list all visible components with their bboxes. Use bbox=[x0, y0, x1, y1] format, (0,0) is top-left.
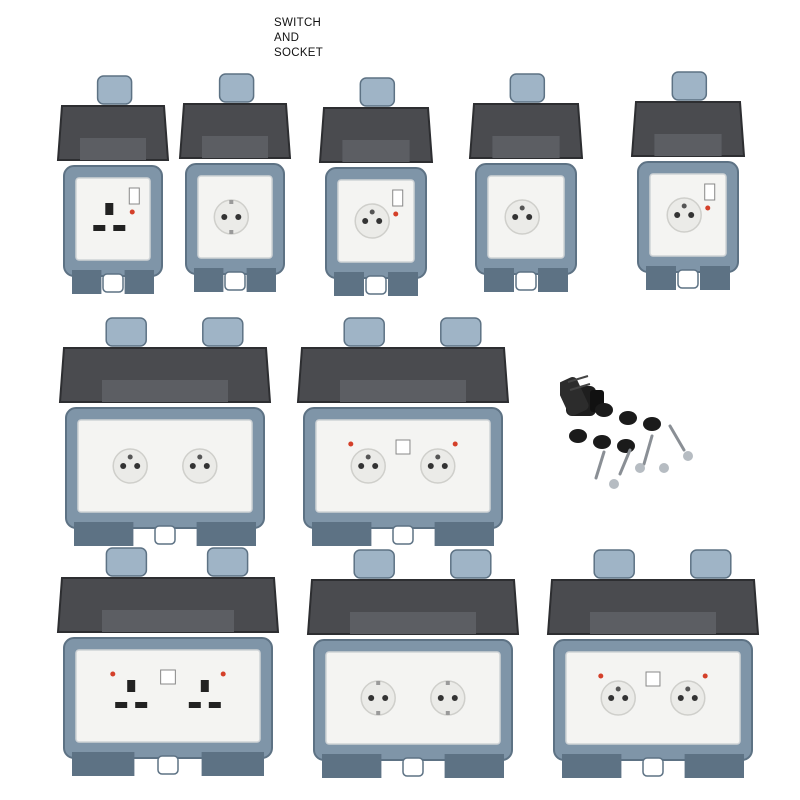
mounting-screws-icon bbox=[594, 424, 686, 480]
socket-enclosure-graphic bbox=[318, 77, 434, 296]
socket-enclosure-graphic bbox=[306, 549, 520, 778]
socket-enclosure-graphic bbox=[178, 73, 292, 292]
socket-enclosure-graphic bbox=[56, 75, 170, 294]
screw-caps-icon bbox=[609, 451, 693, 489]
socket-enclosure-graphic bbox=[630, 71, 746, 290]
socket-enclosure-graphic bbox=[546, 549, 760, 778]
socket-enclosure-french-double-indicator bbox=[546, 549, 760, 780]
accessory-kit-graphic bbox=[556, 375, 693, 489]
socket-enclosure-schuko-double bbox=[306, 549, 520, 780]
socket-enclosure-french-single-switched-b bbox=[630, 71, 746, 292]
socket-enclosure-graphic bbox=[56, 547, 280, 776]
socket-enclosure-french-double-switched bbox=[296, 317, 510, 548]
caption-line-2: AND bbox=[274, 32, 300, 44]
caption-line-1: SWITCH bbox=[274, 17, 322, 29]
cable-gland-icon bbox=[556, 375, 604, 416]
socket-enclosure-uk-double-switched bbox=[56, 547, 280, 778]
product-caption: SWITCH AND SOCKET bbox=[274, 16, 323, 61]
socket-enclosure-schuko-single bbox=[178, 73, 292, 294]
socket-enclosure-graphic bbox=[58, 317, 272, 546]
socket-enclosure-french-double bbox=[58, 317, 272, 548]
socket-enclosure-french-single-switched-a bbox=[318, 77, 434, 298]
socket-enclosure-graphic bbox=[468, 73, 584, 292]
socket-enclosure-french-single bbox=[468, 73, 584, 294]
caption-line-3: SOCKET bbox=[274, 47, 324, 59]
socket-enclosure-uk-single-switched bbox=[56, 75, 170, 296]
socket-enclosure-graphic bbox=[296, 317, 510, 546]
accessory-kit bbox=[556, 366, 700, 496]
